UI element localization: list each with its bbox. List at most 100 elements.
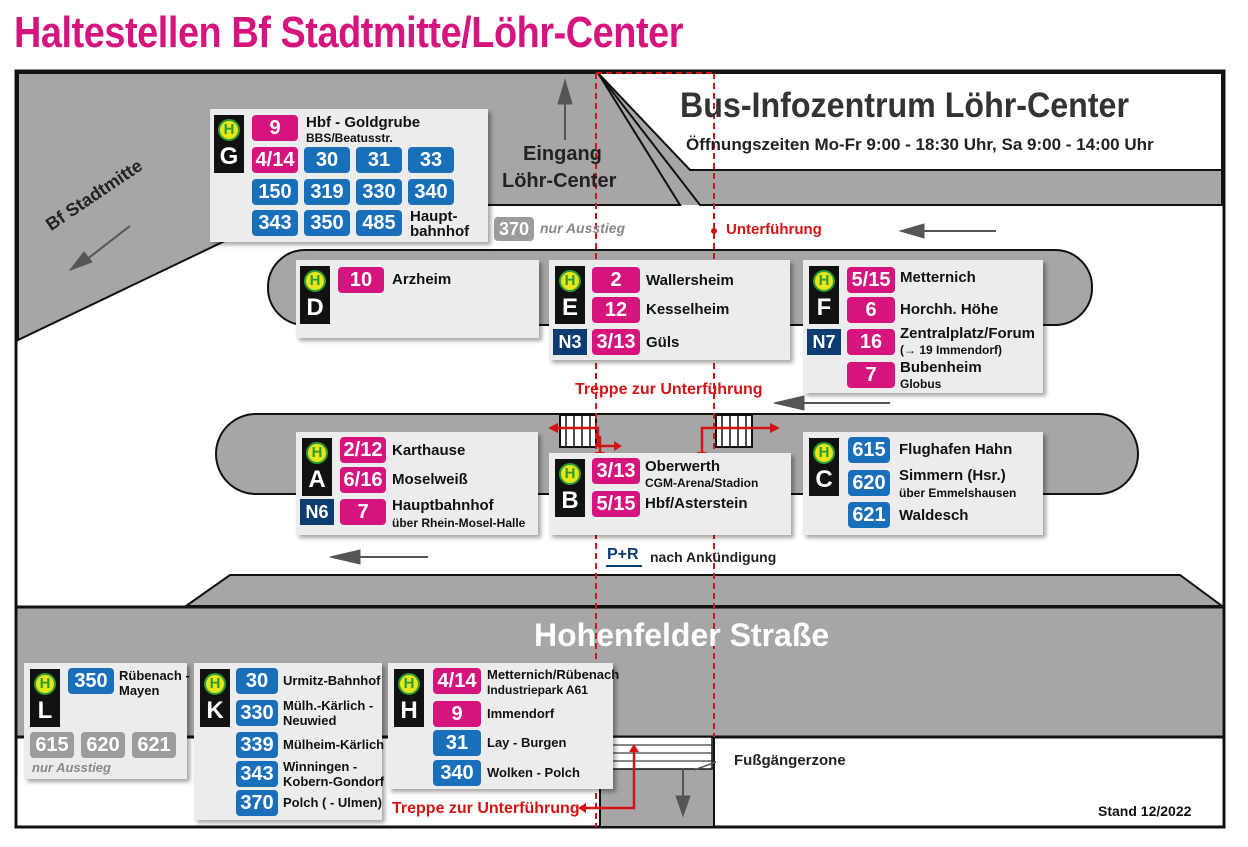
- stairs-underpass-bottom-label: Treppe zur Unterführung: [392, 800, 580, 817]
- destination: Wallersheim: [646, 272, 734, 289]
- destination: bahnhof: [410, 223, 470, 240]
- line-badge: 370: [236, 790, 278, 816]
- line-badge: 339: [236, 732, 278, 758]
- line-badge: 5/15: [592, 491, 640, 517]
- destination: Bubenheim: [900, 359, 982, 376]
- destination-sub: Industriepark A61: [487, 683, 588, 697]
- stop-h-icon: H: [813, 270, 835, 292]
- line-badge: 6/16: [340, 467, 386, 493]
- stop-h-icon: H: [559, 270, 581, 292]
- destination: Kobern-Gondorf: [283, 774, 385, 789]
- street-name: Hohenfelder Straße: [534, 617, 830, 653]
- pr-badge: P+R: [607, 546, 639, 563]
- destination: Metternich: [900, 269, 976, 286]
- destination: Winningen -: [283, 759, 358, 774]
- line-badge: 12: [592, 297, 640, 323]
- destination: Wolken - Polch: [487, 765, 580, 780]
- destination: Mülheim-Kärlich: [283, 737, 385, 752]
- line-badge: 9: [252, 115, 298, 141]
- line-badge: 5/15: [847, 267, 895, 293]
- destination: Hauptbahnhof: [392, 497, 494, 514]
- exit-only-label: nur Ausstieg: [32, 760, 111, 775]
- line-badge: 31: [433, 730, 481, 756]
- entrance-label-2: Löhr-Center: [502, 170, 617, 192]
- building-left: [17, 72, 682, 342]
- destination: Kesselheim: [646, 301, 730, 318]
- stop-h-icon: H: [813, 442, 835, 464]
- line-badge: 30: [236, 668, 278, 694]
- line-badge: 2/12: [340, 437, 386, 463]
- destination: Urmitz-Bahnhof: [283, 673, 381, 688]
- stairs-underpass-label: Treppe zur Unterführung: [575, 381, 763, 398]
- destination: Haupt-: [410, 208, 458, 225]
- exit-only-label: nur Ausstieg: [540, 220, 626, 236]
- underpass-label: Unterführung: [726, 221, 822, 238]
- line-badge: 31: [356, 147, 402, 173]
- entrance-label-1: Eingang: [523, 143, 602, 165]
- line-badge: 9: [433, 701, 481, 727]
- stand-date: Stand 12/2022: [1098, 803, 1192, 819]
- line-badge: 340: [433, 760, 481, 786]
- infocenter-area: [595, 72, 1223, 171]
- destination: Hbf/Asterstein: [645, 495, 748, 512]
- line-badge: 621: [132, 732, 176, 758]
- line-badge: 620: [848, 470, 890, 496]
- stop-h-icon: H: [304, 270, 326, 292]
- stop-h-icon: H: [398, 673, 420, 695]
- line-badge: 6: [847, 297, 895, 323]
- destination: Moselweiß: [392, 471, 468, 488]
- platform-edge: [182, 574, 1226, 607]
- line-badge: 30: [304, 147, 350, 173]
- line-badge: 343: [252, 210, 298, 236]
- destination: Lay - Burgen: [487, 735, 567, 750]
- line-badge: 4/14: [252, 147, 298, 173]
- destination: Oberwerth: [645, 458, 721, 475]
- line-badge: 3/13: [592, 329, 640, 355]
- line-badge: 10: [338, 267, 384, 293]
- destination: Arzheim: [392, 271, 452, 288]
- destination: Rübenach -: [119, 668, 190, 683]
- line-badge: 33: [408, 147, 454, 173]
- stop-h-icon: H: [34, 673, 56, 695]
- destination: Mayen: [119, 683, 160, 698]
- line-badge: 350: [68, 668, 114, 694]
- line-badge: 2: [592, 267, 640, 293]
- pedestrian-zone-label: Fußgängerzone: [734, 752, 846, 769]
- destination-sub: über Rhein-Mosel-Halle: [392, 516, 526, 530]
- infocenter-name: Bus-Infozentrum Löhr-Center: [680, 86, 1130, 125]
- destination-sub: BBS/Beatusstr.: [306, 131, 393, 145]
- destination-sub: über Emmelshausen: [899, 486, 1017, 500]
- destination-sub: Globus: [900, 377, 942, 391]
- destination: Mülh.-Kärlich -: [283, 698, 374, 713]
- line-badge: 330: [236, 700, 278, 726]
- line-badge: 621: [848, 502, 890, 528]
- destination: Zentralplatz/Forum: [900, 325, 1036, 342]
- destination: Güls: [646, 334, 680, 351]
- line-badge: 620: [81, 732, 125, 758]
- night-line-badge: N3: [553, 329, 587, 355]
- night-line-badge: N6: [300, 499, 334, 525]
- destination: Horchh. Höhe: [900, 301, 999, 318]
- night-line-badge: N7: [807, 329, 841, 355]
- line-badge: 3/13: [592, 458, 640, 484]
- line-badge: 4/14: [433, 668, 481, 694]
- line-badge: 330: [356, 179, 402, 205]
- stop-h-icon: H: [204, 673, 226, 695]
- destination-sub: (→ 19 Immendorf): [900, 343, 1003, 357]
